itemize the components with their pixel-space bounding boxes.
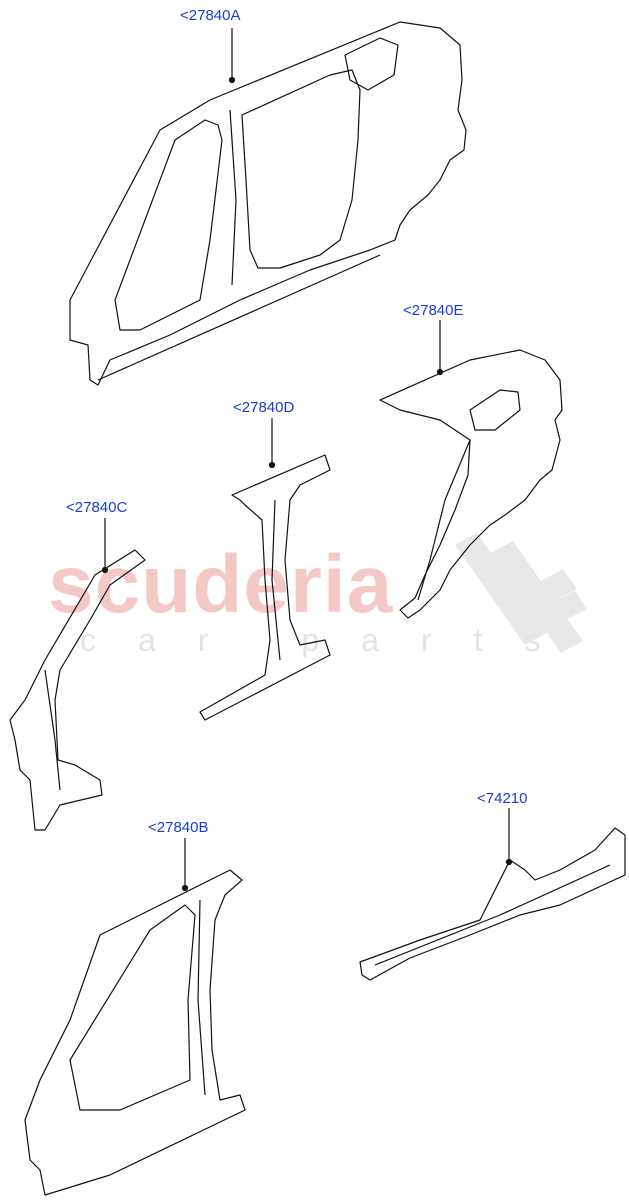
callout-27840C[interactable]: <27840C (66, 499, 128, 516)
part-27840E-outline (379, 349, 563, 619)
checkered-flag-icon (455, 533, 587, 653)
part-27840D-outline (199, 454, 331, 721)
watermark-subtitle: car parts (80, 622, 583, 658)
callout-74210[interactable]: <74210 (477, 790, 528, 807)
callout-27840A[interactable]: <27840A (180, 7, 241, 24)
callout-27840D[interactable]: <27840D (233, 399, 295, 416)
part-27840C-outline (9, 549, 146, 831)
callout-27840B[interactable]: <27840B (148, 819, 209, 836)
part-74210-outline (359, 827, 626, 981)
part-27840B-outline (24, 869, 246, 1196)
part-27840A-outline (69, 21, 467, 386)
callout-27840E[interactable]: <27840E (403, 302, 464, 319)
